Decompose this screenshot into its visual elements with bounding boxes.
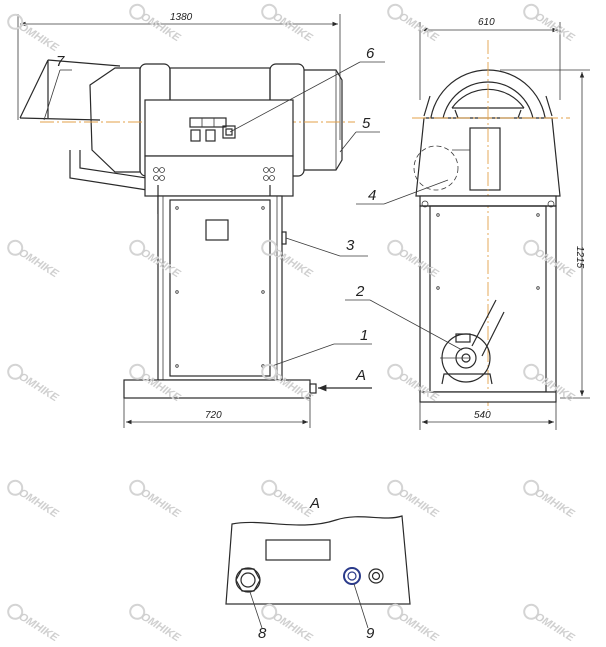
callout-7: 7 bbox=[56, 53, 65, 70]
watermark-stamp: OMHIKE bbox=[387, 479, 441, 521]
callout-3: 3 bbox=[346, 237, 355, 254]
svg-text:OMHIKE: OMHIKE bbox=[397, 247, 441, 281]
watermark-stamp: OMHIKE bbox=[523, 239, 577, 281]
watermark-stamp: OMHIKE bbox=[523, 603, 577, 645]
watermark-stamp: OMHIKE bbox=[7, 13, 61, 55]
dim-base-width: 720 bbox=[205, 410, 222, 421]
watermark-stamp: OMHIKE bbox=[7, 603, 61, 645]
svg-text:OMHIKE: OMHIKE bbox=[139, 487, 183, 521]
watermark-stamp: OMHIKE bbox=[261, 603, 315, 645]
callout-8: 8 bbox=[258, 625, 267, 642]
watermark-stamp: OMHIKE bbox=[387, 239, 441, 281]
svg-text:OMHIKE: OMHIKE bbox=[397, 371, 441, 405]
svg-text:OMHIKE: OMHIKE bbox=[17, 21, 61, 55]
svg-text:OMHIKE: OMHIKE bbox=[271, 487, 315, 521]
watermark-stamp: OMHIKE bbox=[129, 479, 183, 521]
watermark-stamp: OMHIKE bbox=[7, 363, 61, 405]
front-view: 1380 bbox=[17, 12, 385, 428]
svg-text:OMHIKE: OMHIKE bbox=[17, 487, 61, 521]
svg-text:OMHIKE: OMHIKE bbox=[533, 247, 577, 281]
svg-text:OMHIKE: OMHIKE bbox=[17, 371, 61, 405]
callout-9: 9 bbox=[366, 625, 375, 642]
watermark-stamp: OMHIKE bbox=[523, 479, 577, 521]
watermark-stamp: OMHIKE bbox=[387, 363, 441, 405]
svg-text:OMHIKE: OMHIKE bbox=[397, 611, 441, 645]
callout-5: 5 bbox=[362, 115, 371, 132]
svg-text:OMHIKE: OMHIKE bbox=[533, 11, 577, 45]
watermark-stamp: OMHIKE bbox=[523, 3, 577, 45]
svg-text:OMHIKE: OMHIKE bbox=[271, 11, 315, 45]
svg-text:OMHIKE: OMHIKE bbox=[139, 611, 183, 645]
side-view: 610 bbox=[345, 17, 590, 430]
callout-4: 4 bbox=[368, 187, 376, 204]
view-a-title: A bbox=[309, 495, 320, 512]
watermark-stamp: OMHIKE bbox=[7, 479, 61, 521]
callout-2: 2 bbox=[355, 283, 365, 300]
svg-text:OMHIKE: OMHIKE bbox=[533, 611, 577, 645]
dim-overall-height: 1215 bbox=[574, 246, 585, 269]
svg-text:OMHIKE: OMHIKE bbox=[397, 11, 441, 45]
view-marker-a: A bbox=[355, 367, 366, 384]
dim-side-base-width: 540 bbox=[474, 410, 491, 421]
watermark-stamp: OMHIKE bbox=[261, 3, 315, 45]
watermark-stamp: OMHIKE bbox=[129, 603, 183, 645]
svg-text:OMHIKE: OMHIKE bbox=[17, 611, 61, 645]
callout-1: 1 bbox=[360, 327, 368, 344]
watermark-stamp: OMHIKE bbox=[261, 479, 315, 521]
svg-text:OMHIKE: OMHIKE bbox=[17, 247, 61, 281]
callout-6: 6 bbox=[366, 45, 375, 62]
watermark-stamp: OMHIKE bbox=[387, 3, 441, 45]
dim-overall-length: 1380 bbox=[170, 12, 193, 23]
watermark-stamp: OMHIKE bbox=[387, 603, 441, 645]
svg-text:OMHIKE: OMHIKE bbox=[533, 487, 577, 521]
svg-text:OMHIKE: OMHIKE bbox=[271, 611, 315, 645]
watermark-stamp: OMHIKE bbox=[7, 239, 61, 281]
watermark-stamp: OMHIKE bbox=[129, 3, 183, 45]
view-a: A 8 9 bbox=[225, 495, 411, 642]
dim-side-top-width: 610 bbox=[478, 17, 495, 28]
svg-text:OMHIKE: OMHIKE bbox=[397, 487, 441, 521]
